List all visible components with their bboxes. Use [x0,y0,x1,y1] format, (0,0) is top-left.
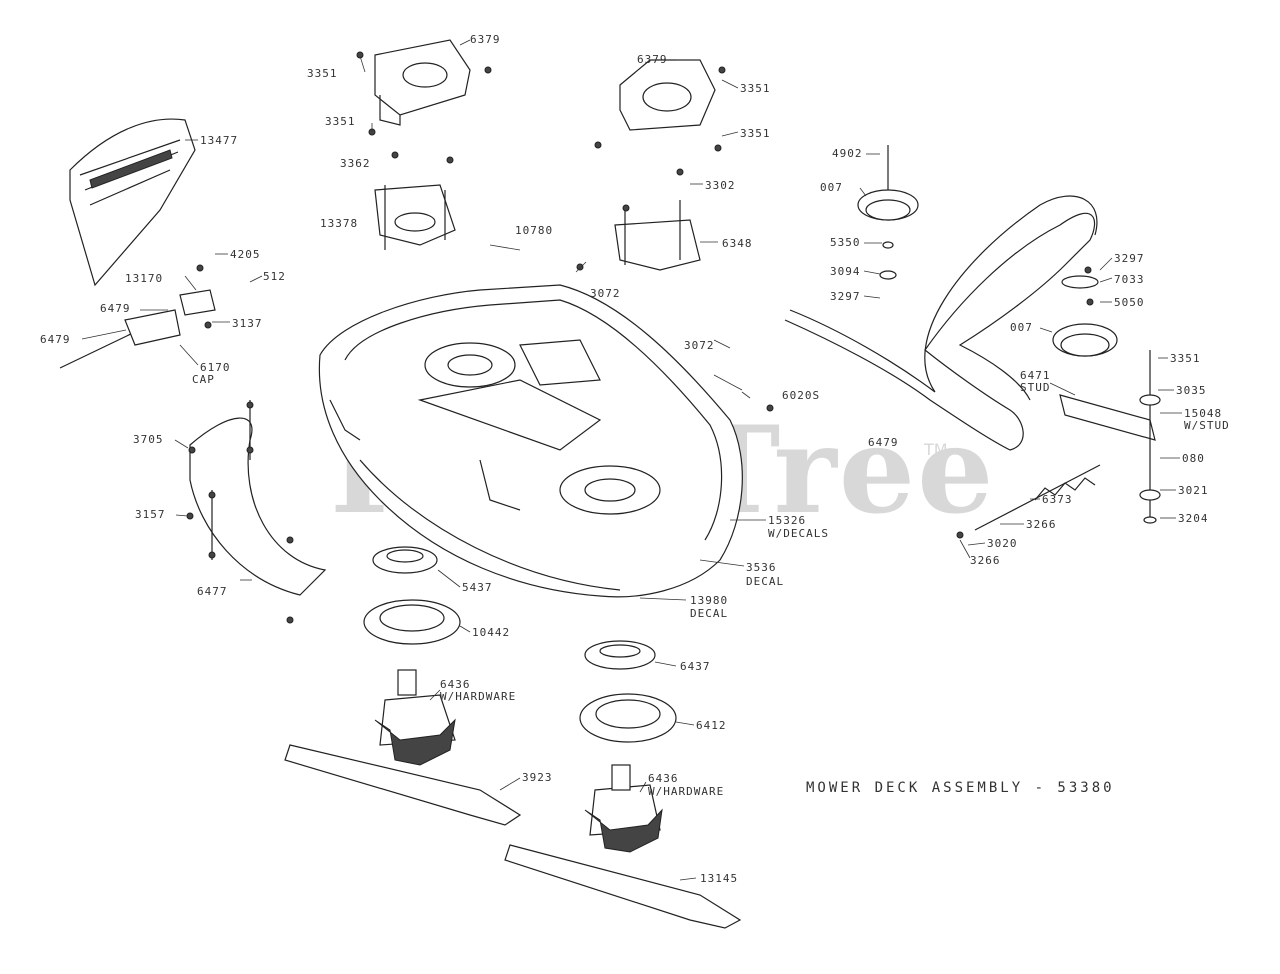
part-label[interactable]: 3705 [133,433,164,446]
front-shield [69,118,196,287]
part-label[interactable]: 6436 [440,678,471,691]
part-label[interactable]: 3362 [340,157,371,170]
tension-spring [974,464,1101,531]
part-label[interactable]: 13145 [700,872,739,885]
part-label[interactable]: 6348 [722,237,753,250]
part-label[interactable]: 13980 [690,594,729,607]
part-label[interactable]: W/STUD [1184,419,1230,432]
part-label[interactable]: 007 [820,181,843,194]
part-label[interactable]: 3351 [1170,352,1201,365]
part-label[interactable]: 5350 [830,236,861,249]
part-label[interactable]: 3204 [1178,512,1209,525]
part-label[interactable]: CAP [192,373,215,386]
bracket-13378 [374,184,456,250]
part-label[interactable]: 3351 [325,115,356,128]
belt-cover-right [619,59,716,131]
drive-belt [784,195,1098,451]
part-label[interactable]: 6020S [782,389,821,402]
part-label[interactable]: 3020 [987,537,1018,550]
leader-lines [81,39,1182,881]
part-label[interactable]: 13378 [320,217,359,230]
part-label[interactable]: 3072 [590,287,621,300]
part-label[interactable]: W/HARDWARE [648,785,725,798]
spindle-assembly-right [584,764,663,853]
part-label[interactable]: 6471 [1020,369,1051,382]
spindle-pulley-left [363,546,461,645]
part-label[interactable]: 10442 [472,626,511,639]
part-label[interactable]: 15048 [1184,407,1223,420]
part-label[interactable]: 3302 [705,179,736,192]
part-label[interactable]: DECAL [746,575,785,588]
part-label[interactable]: 007 [1010,321,1033,334]
part-label[interactable]: 5437 [462,581,493,594]
part-label[interactable]: 3923 [522,771,553,784]
part-label[interactable]: 3021 [1178,484,1209,497]
hardware-fasteners [186,51,1094,624]
part-label[interactable]: 10780 [515,224,554,237]
part-label[interactable]: 3094 [830,265,861,278]
belt-cover-left [374,39,471,126]
part-label[interactable]: 6379 [470,33,501,46]
part-label[interactable]: 6379 [637,53,668,66]
part-label[interactable]: 6412 [696,719,727,732]
watermark-trademark: TM [924,440,948,459]
part-label[interactable]: W/DECALS [768,527,829,540]
part-label[interactable]: 3266 [970,554,1001,567]
part-label[interactable]: 5050 [1114,296,1145,309]
idler-arm [1059,350,1161,524]
part-label[interactable]: 3351 [307,67,338,80]
part-label[interactable]: 6437 [680,660,711,673]
part-label[interactable]: 13477 [200,134,239,147]
adjust-rod-6479 [59,289,216,369]
part-label[interactable]: 6373 [1042,493,1073,506]
part-label[interactable]: 3137 [232,317,263,330]
part-label[interactable]: 3266 [1026,518,1057,531]
part-label[interactable]: DECAL [690,607,729,620]
part-label[interactable]: STUD [1020,381,1051,394]
part-label[interactable]: 6170 [200,361,231,374]
part-label[interactable]: 6479 [868,436,899,449]
part-label[interactable]: 4902 [832,147,863,160]
part-label[interactable]: 13170 [125,272,164,285]
part-label[interactable]: 3157 [135,508,166,521]
part-label[interactable]: 15326 [768,514,807,527]
part-label[interactable]: 7033 [1114,273,1145,286]
pulley-087 [1052,275,1118,357]
part-label[interactable]: 3035 [1176,384,1207,397]
part-label[interactable]: 3297 [1114,252,1145,265]
part-label[interactable]: 3297 [830,290,861,303]
part-label[interactable]: 512 [263,270,286,283]
part-label[interactable]: 080 [1182,452,1205,465]
mower-deck-shell [318,284,743,598]
part-label[interactable]: 3536 [746,561,777,574]
part-label[interactable]: 3072 [684,339,715,352]
part-label[interactable]: 6479 [100,302,131,315]
part-label[interactable]: 6477 [197,585,228,598]
part-label[interactable]: 3351 [740,127,771,140]
part-label[interactable]: 3351 [740,82,771,95]
pulley-007-upper [857,145,919,280]
spindle-pulley-right [579,640,677,743]
blade-3923 [284,744,522,826]
part-label[interactable]: W/HARDWARE [440,690,517,703]
spindle-assembly-left [374,669,456,766]
bracket-6348 [614,200,701,271]
part-label[interactable]: 6436 [648,772,679,785]
part-label[interactable]: 4205 [230,248,261,261]
part-label[interactable]: 6479 [40,333,71,346]
blade-13145 [504,844,742,929]
diagram-title: MOWER DECK ASSEMBLY - 53380 [806,780,1115,796]
